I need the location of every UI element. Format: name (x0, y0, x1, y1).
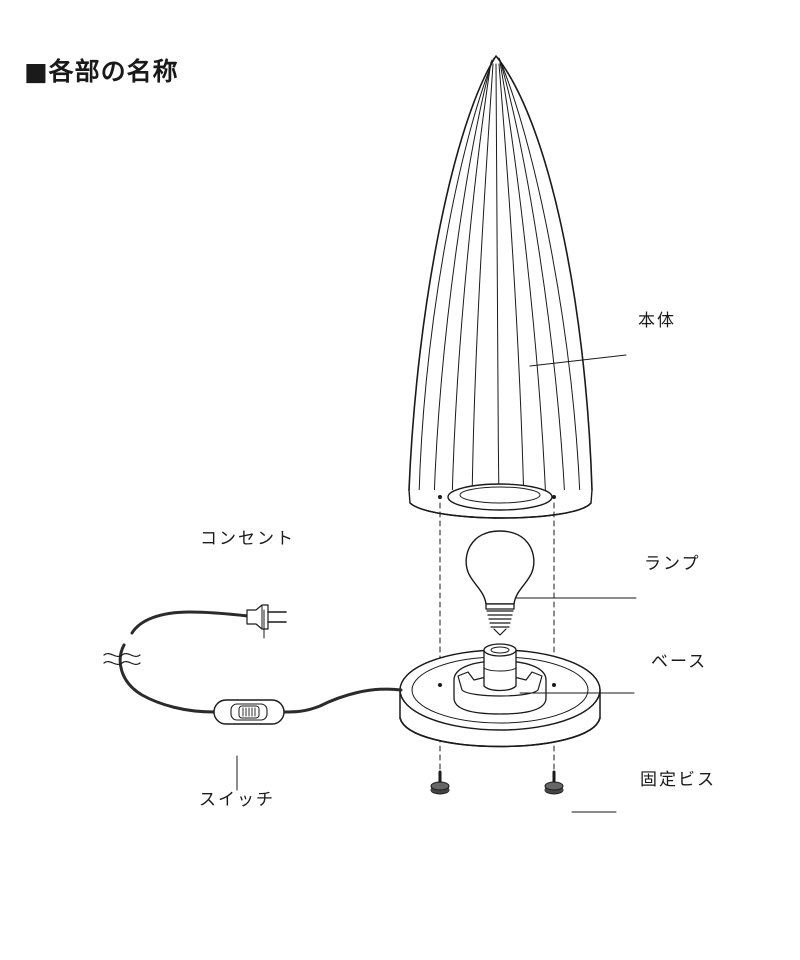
light-bulb (465, 530, 535, 636)
label-outlet: コンセント (200, 529, 295, 549)
label-switch: スイッチ (199, 790, 275, 810)
label-lamp: ランプ (644, 554, 701, 574)
fixing-screw-left (430, 770, 450, 795)
label-base: ベース (651, 652, 708, 672)
power-cord (118, 610, 403, 714)
alignment-guides (439, 502, 555, 771)
label-body: 本体 (638, 311, 676, 331)
fixing-screw-right (544, 770, 564, 795)
page-title: ■各部の名称 (24, 57, 179, 86)
leader-body (529, 354, 627, 367)
cord-break-mark (103, 652, 141, 666)
cord-switch (213, 699, 285, 725)
lamp-shade (408, 55, 593, 519)
lamp-base (399, 643, 601, 748)
label-screw: 固定ビス (640, 770, 716, 790)
plug (246, 604, 287, 630)
